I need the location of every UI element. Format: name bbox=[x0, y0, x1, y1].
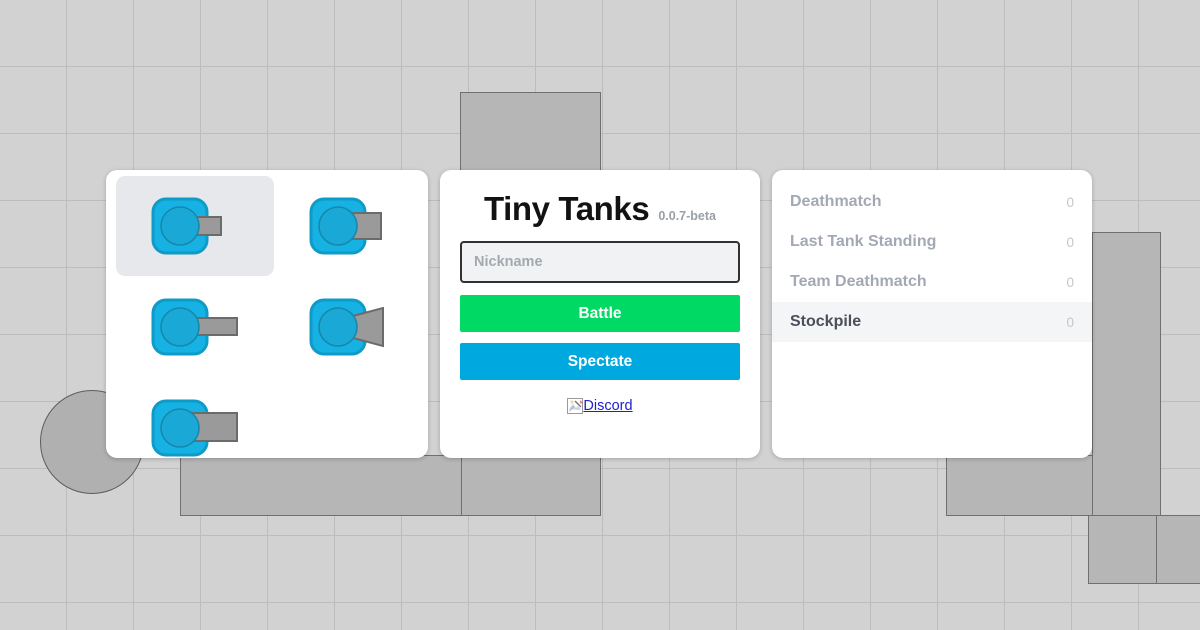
game-mode-row[interactable]: Team Deathmatch 0 bbox=[772, 262, 1092, 302]
discord-row: Discord bbox=[460, 398, 740, 414]
tank-option-4[interactable] bbox=[274, 277, 432, 377]
obstacle-block-corner bbox=[1156, 515, 1200, 584]
game-mode-row[interactable]: Deathmatch 0 bbox=[772, 182, 1092, 222]
game-mode-player-count: 0 bbox=[1066, 314, 1074, 330]
obstacle-bar-left bbox=[180, 455, 462, 516]
obstacle-block-lower bbox=[1088, 515, 1157, 584]
obstacle-foot-right bbox=[946, 455, 1093, 516]
tank-option-5[interactable] bbox=[116, 378, 274, 478]
game-mode-player-count: 0 bbox=[1066, 194, 1074, 210]
tank-sprite-icon bbox=[303, 189, 403, 263]
game-mode-player-count: 0 bbox=[1066, 274, 1074, 290]
tank-sprite-icon bbox=[145, 290, 245, 364]
tank-sprite-icon bbox=[145, 189, 245, 263]
battle-button[interactable]: Battle bbox=[460, 295, 740, 332]
main-menu-panel: Tiny Tanks 0.0.7-beta Battle Spectate bbox=[440, 170, 760, 458]
tank-option-3[interactable] bbox=[116, 277, 274, 377]
game-mode-player-count: 0 bbox=[1066, 234, 1074, 250]
game-mode-label: Deathmatch bbox=[790, 193, 882, 210]
tank-selection-panel bbox=[106, 170, 428, 458]
broken-image-icon bbox=[567, 398, 584, 414]
tank-grid bbox=[106, 170, 428, 458]
page-title: Tiny Tanks bbox=[483, 190, 650, 227]
obstacle-bar-right bbox=[461, 455, 601, 516]
title-row: Tiny Tanks 0.0.7-beta bbox=[460, 192, 740, 225]
obstacle-column-right bbox=[1092, 232, 1161, 516]
game-mode-label: Team Deathmatch bbox=[790, 273, 927, 290]
tank-sprite-icon bbox=[145, 391, 245, 465]
spectate-button[interactable]: Spectate bbox=[460, 343, 740, 380]
tank-option-1[interactable] bbox=[116, 176, 274, 276]
game-mode-row[interactable]: Last Tank Standing 0 bbox=[772, 222, 1092, 262]
game-mode-row[interactable]: Stockpile 0 bbox=[772, 302, 1092, 342]
nickname-input[interactable] bbox=[460, 241, 740, 283]
version-label: 0.0.7-beta bbox=[658, 209, 716, 223]
discord-link[interactable]: Discord bbox=[583, 397, 633, 414]
tank-sprite-icon bbox=[303, 290, 403, 364]
game-mode-label: Last Tank Standing bbox=[790, 233, 937, 250]
game-mode-label: Stockpile bbox=[790, 313, 862, 330]
tank-option-2[interactable] bbox=[274, 176, 432, 276]
